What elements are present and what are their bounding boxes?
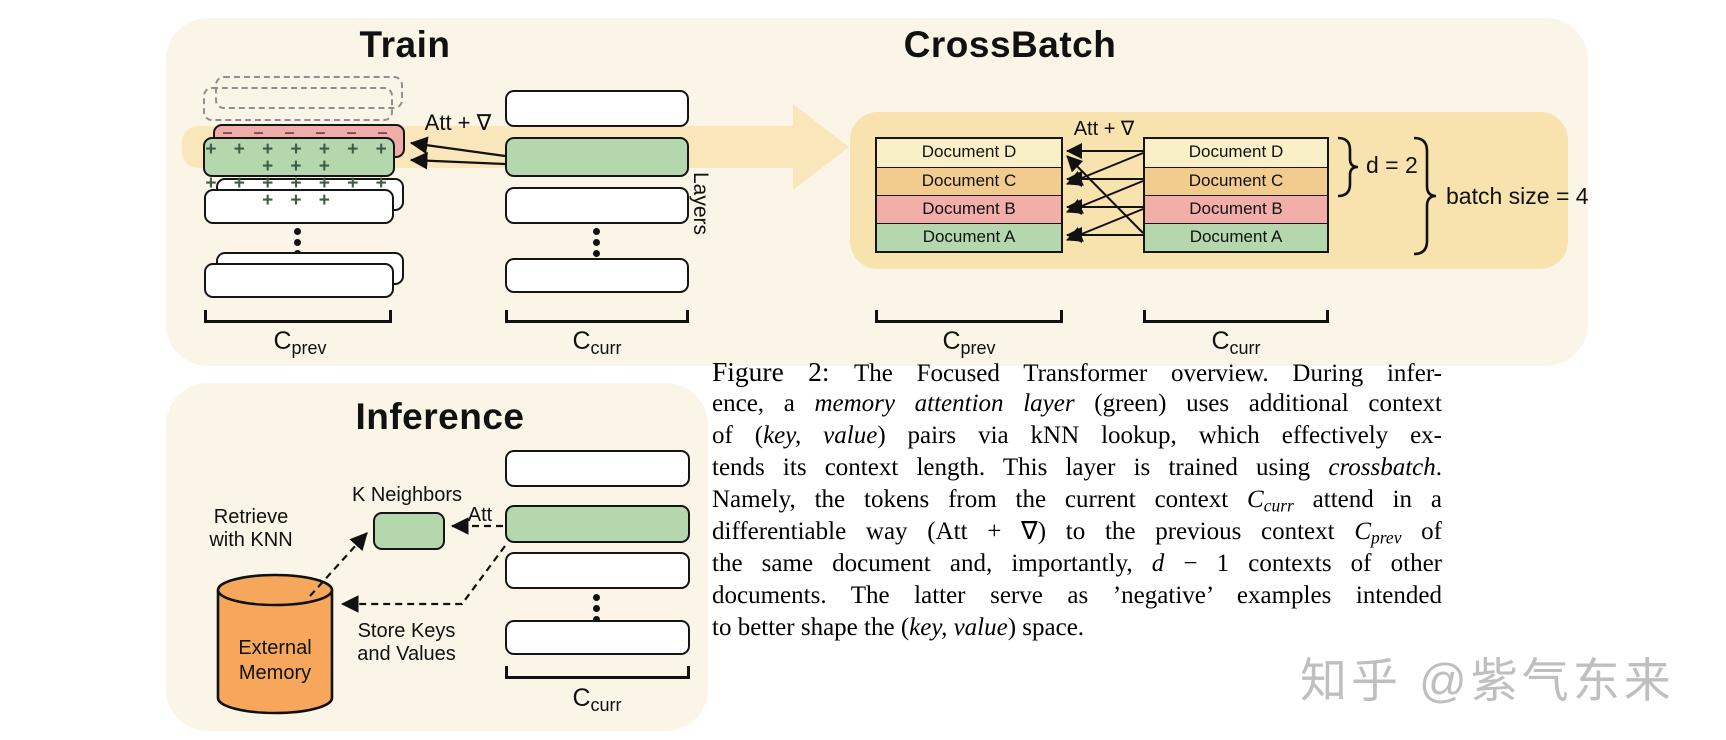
document-row: Document D [877, 139, 1061, 167]
store-keys-values-label: Store Keys and Values [344, 620, 469, 666]
crossbatch-title: CrossBatch [903, 24, 1117, 65]
figure-caption: Figure 2: The Focused Transformer overvi… [712, 356, 1442, 644]
inference-title: Inference [355, 396, 525, 437]
train-curr-layer-box [505, 90, 689, 127]
cprev-label-main: C [273, 327, 292, 355]
train-prev-layer-box [204, 189, 394, 224]
inference-layer-box [505, 552, 690, 589]
store-label-line1: Store Keys [357, 620, 456, 642]
crossbatch-att-grad-label: Att + ∇ [1073, 118, 1135, 140]
caption-line: the same document and, importantly, d − … [712, 550, 1442, 577]
caption-line: ence, a memory attention layer (green) u… [712, 390, 1443, 417]
retrieve-label-line2: with KNN [209, 529, 293, 551]
cprev-label: Cprev [240, 327, 360, 359]
ccurr-label-main: C [1211, 327, 1230, 355]
inference-memory-attention-layer-box [505, 505, 690, 543]
caption-line: differentiable way (Att + ∇) to the prev… [712, 518, 1443, 548]
memory-label-line2: Memory [238, 662, 312, 684]
crossbatch-ccurr-bracket [1143, 310, 1329, 323]
ccurr-label-sub: curr [1229, 338, 1261, 358]
train-prev-layer-box [204, 263, 394, 298]
ccurr-label-main: C [572, 327, 591, 355]
inference-ccurr-label: Ccurr [537, 684, 657, 716]
external-memory-label: External Memory [215, 636, 335, 686]
crossbatch-cprev-label: Cprev [909, 327, 1029, 359]
train-title: Train [359, 24, 451, 65]
watermark: 知乎 @紫气东来 [1300, 654, 1675, 707]
retrieve-label-line1: Retrieve [213, 506, 289, 528]
crossbatch-flow-arrow [793, 104, 849, 190]
document-row: Document C [877, 167, 1061, 195]
caption-line: tends its context length. This layer is … [712, 454, 1442, 481]
positive-context-box: + + + + + + + + + + + + + + + + + + + + [203, 137, 395, 209]
d-value-label: d = 2 [1366, 152, 1418, 178]
train-curr-layer-box [505, 187, 689, 224]
inference-att-label: Att [467, 504, 493, 526]
cprev-label-main: C [942, 327, 961, 355]
ccurr-label-sub: curr [590, 338, 622, 358]
memory-label-line1: External [238, 637, 312, 659]
ellipsis-dots [593, 594, 600, 623]
cprev-bracket [204, 310, 392, 323]
ccurr-bracket [505, 310, 689, 323]
dashed-context-box-front [203, 87, 393, 121]
retrieve-with-knn-label: Retrieve with KNN [196, 506, 306, 552]
document-row: Document B [1145, 195, 1327, 223]
caption-line: documents. The latter serve as ’negative… [712, 582, 1442, 609]
ccurr-label: Ccurr [537, 327, 657, 359]
inference-layer-box [505, 450, 690, 487]
document-row: Document B [877, 195, 1061, 223]
store-label-line2: and Values [357, 643, 456, 665]
crossbatch-cprev-bracket [875, 310, 1063, 323]
cprev-label-sub: prev [960, 338, 996, 358]
caption-line: of (key, value) pairs via kNN lookup, wh… [712, 422, 1442, 449]
plus-signs: + + + + + + + + + + [205, 141, 393, 175]
memory-attention-layer-box [505, 137, 689, 177]
document-row: Document D [1145, 139, 1327, 167]
ccurr-label-main: C [572, 684, 591, 712]
document-row: Document A [877, 223, 1061, 251]
k-neighbors-box [373, 512, 445, 550]
ccurr-label-sub: curr [590, 695, 622, 715]
k-neighbors-label: K Neighbors [351, 484, 463, 506]
layers-axis-label: Layers [689, 172, 712, 236]
dashed-context-box-back [215, 76, 403, 109]
caption-line: Namely, the tokens from the current cont… [712, 486, 1442, 516]
train-curr-layer-box [505, 258, 689, 293]
crossbatch-ccurr-label: Ccurr [1176, 327, 1296, 359]
caption-line: to better shape the (key, value) space. [712, 614, 1085, 641]
cprev-label-sub: prev [291, 338, 327, 358]
plus-signs: + + + + + + + + + + [205, 175, 393, 209]
document-row: Document C [1145, 167, 1327, 195]
inference-ccurr-bracket [505, 666, 690, 679]
batch-size-label: batch size = 4 [1446, 183, 1589, 209]
ellipsis-dots [593, 228, 600, 257]
train-att-grad-label: Att + ∇ [424, 110, 492, 135]
caption-line: Figure 2: The Focused Transformer overvi… [712, 356, 1442, 387]
inference-layer-box [505, 620, 690, 655]
document-row: Document A [1145, 223, 1327, 251]
